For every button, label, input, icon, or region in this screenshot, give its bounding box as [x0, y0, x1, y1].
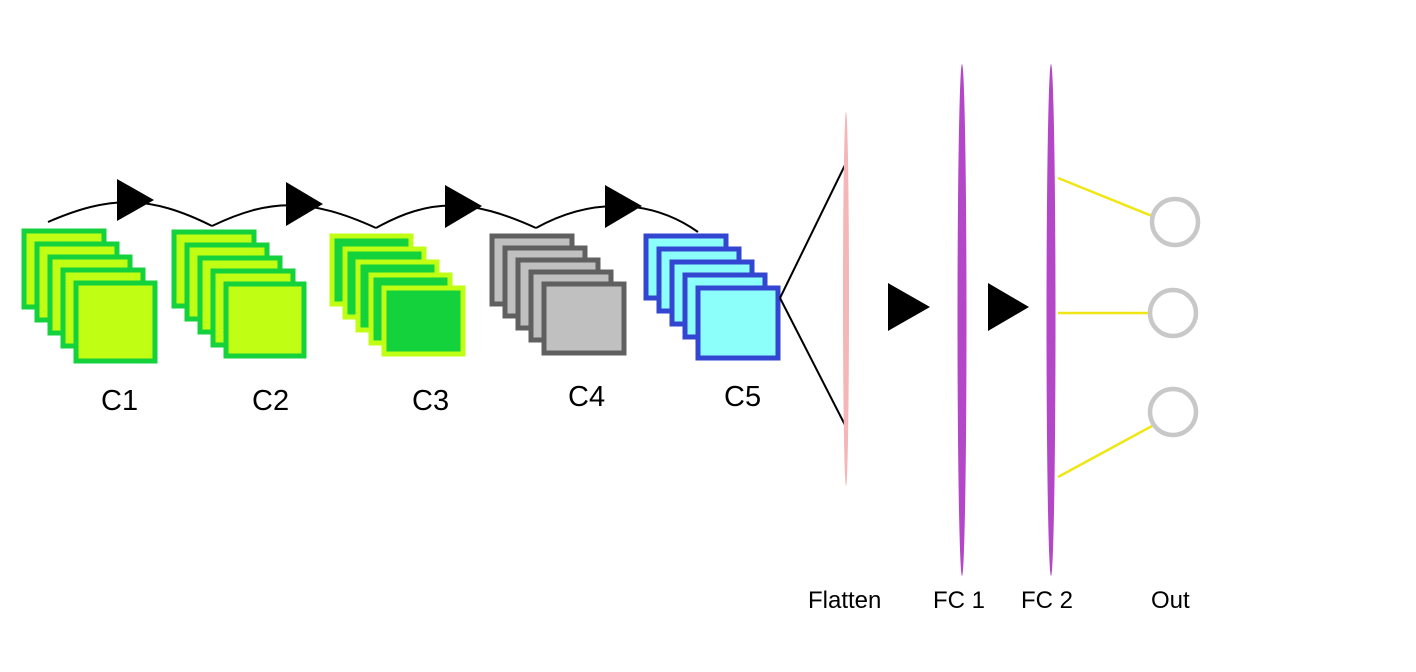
- feature-map-front: [73, 280, 158, 364]
- conv-block-c4: [489, 233, 627, 356]
- label-c3: C3: [412, 385, 449, 417]
- fc2-layer: [1046, 64, 1056, 576]
- label-c5: C5: [724, 381, 761, 413]
- feature-map-front: [541, 281, 627, 356]
- label-fc1: FC 1: [933, 587, 985, 614]
- conv-connectors: [47, 179, 699, 233]
- arrow-c4-c5: [605, 185, 642, 228]
- conv-blocks: [21, 228, 781, 364]
- fan-line-bottom: [779, 297, 846, 426]
- label-c1: C1: [101, 385, 138, 417]
- output-node: [1147, 287, 1199, 339]
- conv-block-c3: [329, 233, 466, 357]
- output-connector: [1057, 176, 1153, 218]
- output-node: [1149, 196, 1201, 248]
- output-nodes: [1147, 196, 1201, 438]
- flatten-fan-lines: [779, 164, 846, 426]
- label-c4: C4: [568, 381, 605, 413]
- arrow-c1-c2: [117, 179, 154, 221]
- arrow-c3-c4: [445, 185, 482, 228]
- feature-map-front: [695, 285, 781, 361]
- output-connectors: [1057, 176, 1153, 479]
- conv-block-c5: [643, 233, 781, 361]
- fan-line-top: [779, 164, 846, 299]
- feature-map-front: [381, 285, 466, 357]
- output-node: [1147, 386, 1199, 438]
- arrow-c2-c3: [286, 182, 323, 226]
- label-fc2: FC 2: [1021, 587, 1073, 614]
- conv-block-c1: [21, 228, 158, 364]
- fc1-layer: [957, 64, 967, 576]
- arrow-flatten-fc1: [888, 283, 930, 331]
- feature-map-front: [223, 281, 307, 359]
- label-out: Out: [1151, 587, 1190, 614]
- output-connector: [1057, 424, 1153, 479]
- conv-block-c2: [171, 229, 307, 359]
- label-flatten: Flatten: [808, 587, 881, 614]
- flatten-layer: [843, 112, 849, 486]
- arrow-fc1-fc2: [988, 283, 1029, 331]
- label-c2: C2: [252, 385, 289, 417]
